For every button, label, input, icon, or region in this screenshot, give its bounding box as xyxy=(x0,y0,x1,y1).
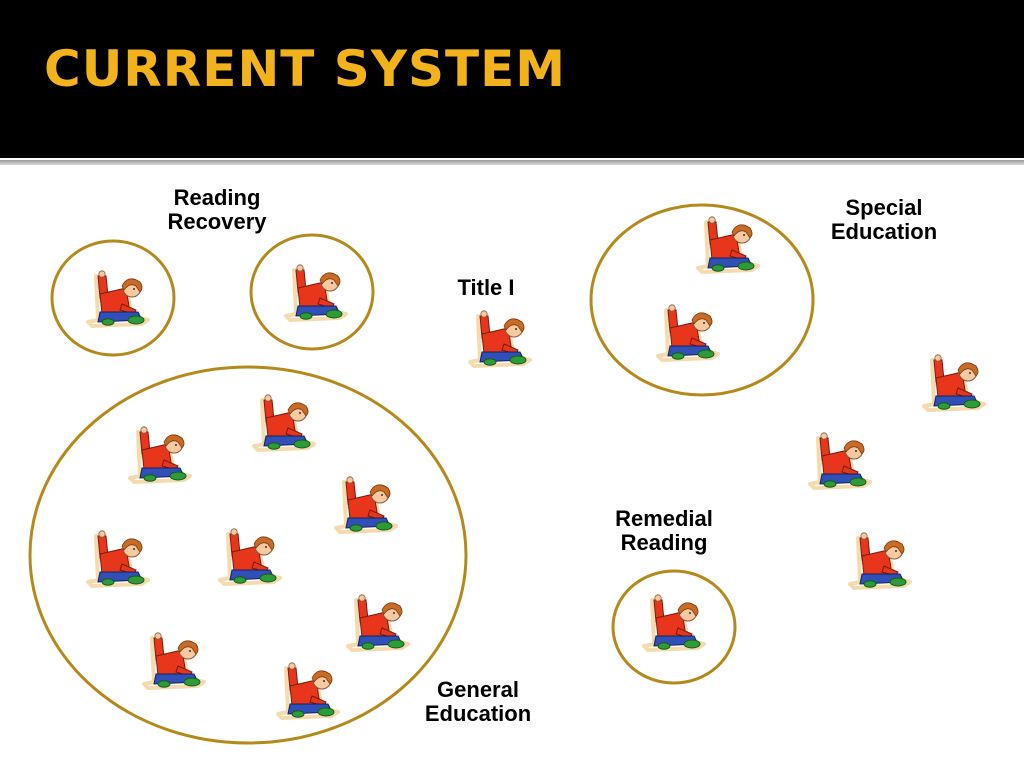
slide-title: CURRENT SYSTEM xyxy=(44,40,567,98)
remedial-reading-label-line2: Reading xyxy=(620,530,708,555)
student-icon xyxy=(642,592,706,652)
student-icon xyxy=(276,660,340,720)
special-education-circle xyxy=(589,203,815,397)
student-icon xyxy=(848,530,912,590)
student-icon xyxy=(696,214,760,274)
student-icon xyxy=(284,262,348,322)
student-icon xyxy=(808,430,872,490)
student-icon xyxy=(252,392,316,452)
student-icon xyxy=(128,424,192,484)
special-education-label-line2: Education xyxy=(830,219,938,244)
student-icon xyxy=(334,474,398,534)
general-education-label-line1: General xyxy=(437,677,519,702)
reading-recovery-circle-right xyxy=(249,233,375,351)
student-icon xyxy=(86,528,150,588)
reading-recovery-label: Reading Recovery xyxy=(150,186,284,234)
remedial-reading-circle xyxy=(611,569,737,685)
header-divider xyxy=(0,160,1024,165)
reading-recovery-circle-left xyxy=(50,239,176,357)
remedial-reading-label: Remedial Reading xyxy=(600,507,728,555)
reading-recovery-label-line2: Recovery xyxy=(167,209,267,234)
student-icon xyxy=(86,268,150,328)
student-icon xyxy=(142,630,206,690)
student-icon xyxy=(468,308,532,368)
special-education-label-line1: Special xyxy=(845,195,923,220)
title-i-label-line1: Title I xyxy=(457,275,515,300)
student-icon xyxy=(922,352,986,412)
title-i-label: Title I xyxy=(440,276,532,300)
slide-header: CURRENT SYSTEM xyxy=(0,0,1024,158)
student-icon xyxy=(218,526,282,586)
student-icon xyxy=(346,592,410,652)
reading-recovery-label-line1: Reading xyxy=(173,185,261,210)
special-education-label: Special Education xyxy=(814,196,954,244)
general-education-label-line2: Education xyxy=(424,701,532,726)
general-education-label: General Education xyxy=(408,678,548,726)
general-education-circle xyxy=(28,365,468,745)
student-icon xyxy=(656,302,720,362)
remedial-reading-label-line1: Remedial xyxy=(615,506,713,531)
